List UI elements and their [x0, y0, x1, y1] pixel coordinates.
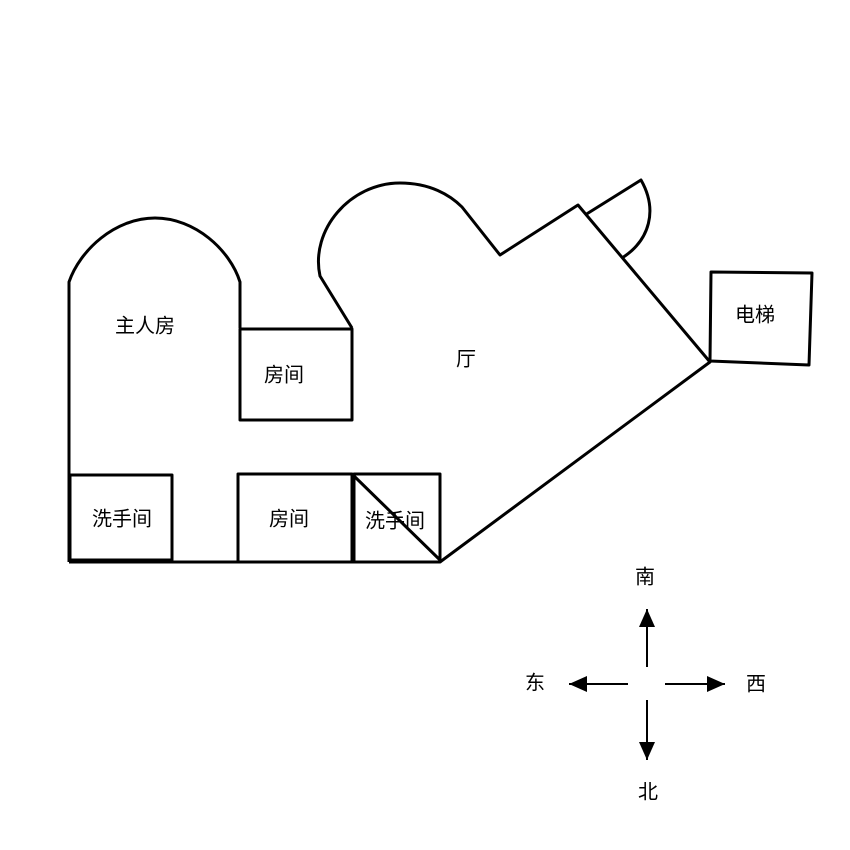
- label-master-bedroom: 主人房: [115, 314, 175, 338]
- label-room-upper: 房间: [264, 363, 304, 387]
- living-room-wall: [317, 181, 712, 564]
- label-bathroom-left: 洗手间: [92, 507, 152, 531]
- room-upper-outline: [238, 327, 354, 422]
- label-bathroom-right: 洗手间: [365, 509, 425, 533]
- elevator-outline: [708, 270, 814, 367]
- bathroom-right-diagonal: [352, 474, 442, 562]
- bathroom-left-outline: [68, 473, 174, 562]
- label-elevator: 电梯: [735, 303, 775, 327]
- label-room-lower: 房间: [269, 507, 309, 531]
- room-lower-outline: [236, 472, 354, 564]
- compass-west: 西: [746, 672, 766, 696]
- label-living-room: 厅: [456, 347, 476, 371]
- master-bedroom-wall: [67, 216, 242, 562]
- compass-south: 南: [635, 565, 655, 589]
- compass-north: 北: [638, 780, 658, 804]
- compass-east: 东: [525, 671, 545, 695]
- bathroom-right-outline: [352, 472, 442, 564]
- compass: 南 北 东 西: [525, 565, 766, 804]
- balcony-quarter-circle: [584, 178, 652, 260]
